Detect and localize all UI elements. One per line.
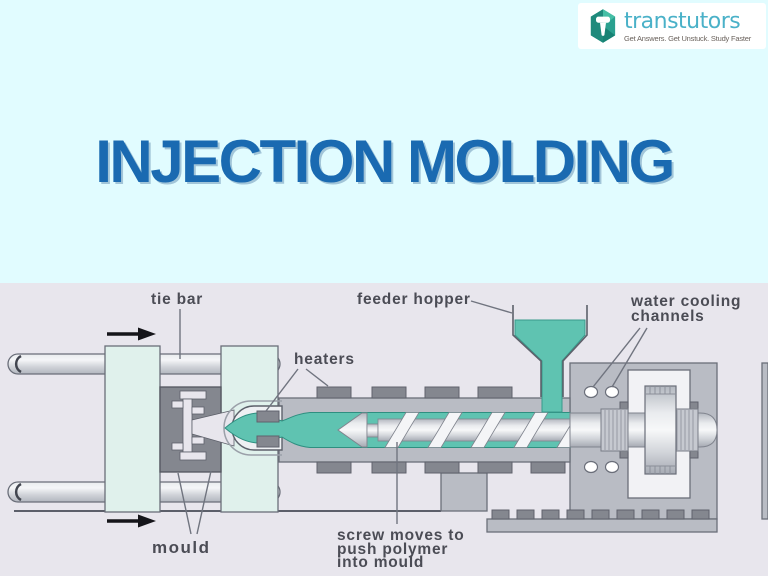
transtutors-hexagon-icon (590, 9, 616, 43)
water-cooling-channels (583, 385, 620, 474)
machine-base (486, 509, 718, 533)
label-water-cooling-line2: channels (631, 308, 705, 325)
platen-motion-arrows (107, 327, 156, 528)
label-screw-line2: push polymer (337, 541, 448, 558)
label-heaters: heaters (294, 351, 355, 368)
leader-lines (177, 300, 648, 535)
mould-block (159, 386, 235, 473)
page-title: INJECTION MOLDING (95, 128, 675, 195)
drive-shaft-and-gear (569, 385, 718, 475)
label-screw-line1: screw moves to (337, 527, 465, 544)
label-tie-bar: tie bar (151, 291, 203, 308)
label-screw-line3: into mould (337, 554, 424, 571)
transtutors-logo[interactable]: transtutors Get Answers. Get Unstuck. St… (578, 3, 766, 49)
injection-molding-diagram: tie bar feeder hopper water cooling chan… (0, 283, 768, 576)
heater-bands (256, 386, 566, 474)
label-water-cooling-line1: water cooling (630, 293, 741, 310)
screw (337, 412, 570, 448)
logo-brand-text: transtutors (624, 8, 741, 34)
logo-tagline: Get Answers. Get Unstuck. Study Faster (624, 33, 752, 43)
label-feeder-hopper: feeder hopper (357, 291, 471, 308)
label-mould: mould (152, 538, 211, 557)
feeder-hopper (512, 305, 588, 413)
